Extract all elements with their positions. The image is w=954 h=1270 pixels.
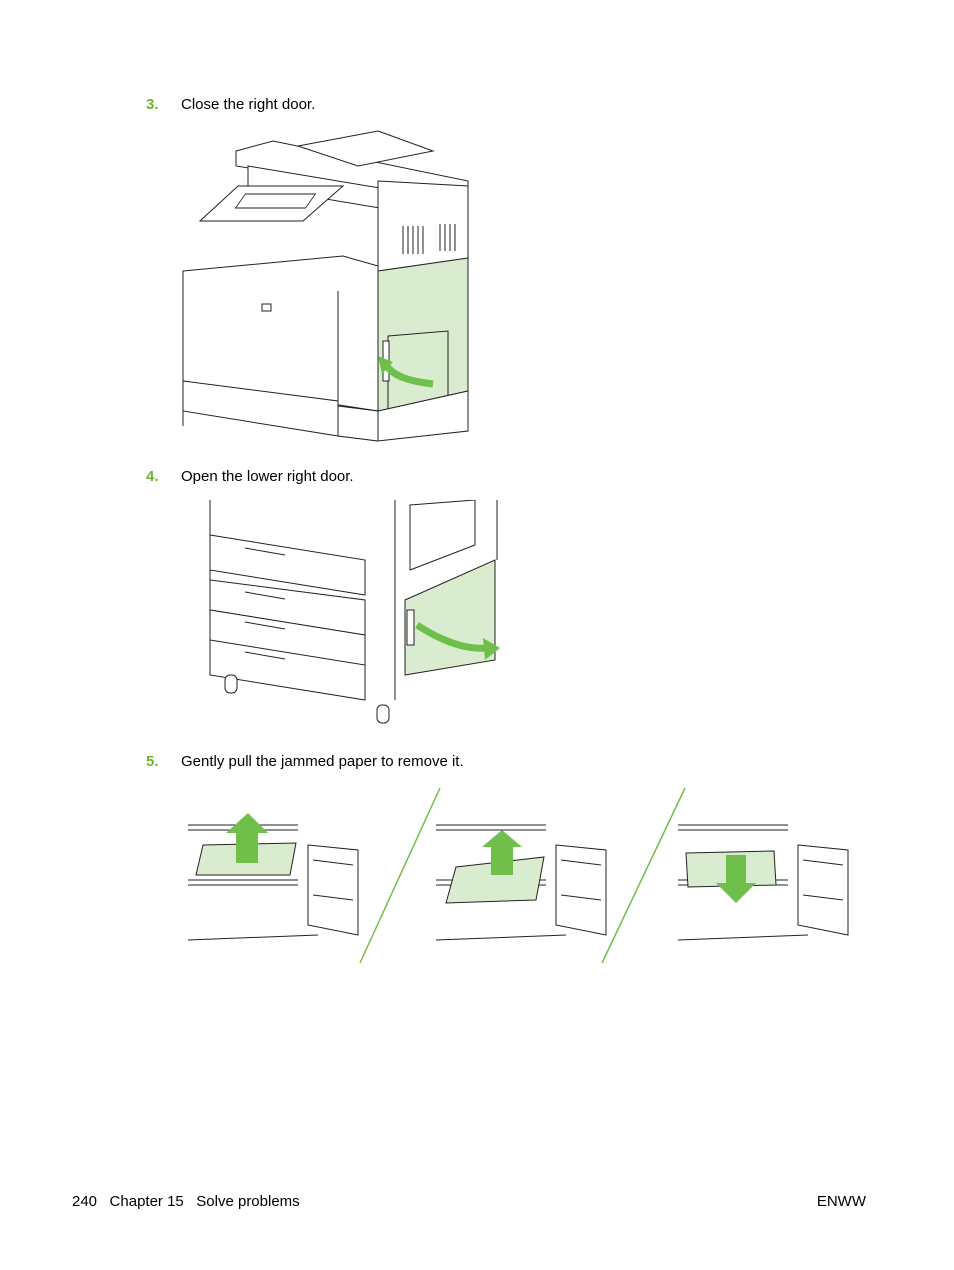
step-number: 3. <box>146 96 159 113</box>
step-text: Gently pull the jammed paper to remove i… <box>181 753 464 770</box>
jam-panel-3 <box>677 824 849 941</box>
open-door-arrow <box>415 622 488 652</box>
step-number: 4. <box>146 468 159 485</box>
step-4: 4. Open the lower right door. <box>146 468 354 485</box>
printer-close-right-door-illustration <box>182 130 469 442</box>
right-door <box>377 257 469 412</box>
page-number: 240 <box>72 1193 98 1210</box>
footer-brand: ENWW <box>816 1193 866 1210</box>
jam-panel-2 <box>435 824 607 941</box>
step-text: Close the right door. <box>181 96 316 113</box>
section-label: Solve problems <box>196 1193 300 1210</box>
step-text: Open the lower right door. <box>181 468 354 485</box>
vent-grille <box>402 224 456 254</box>
jam-panel-1 <box>187 813 359 941</box>
lower-right-door <box>404 559 496 676</box>
printer-open-lower-right-door-illustration <box>209 500 500 724</box>
step-5: 5. Gently pull the jammed paper to remove… <box>146 753 464 770</box>
jammed-paper <box>445 856 545 904</box>
pull-up-arrow <box>482 830 522 875</box>
step-number: 5. <box>146 753 159 770</box>
footer-left: 240 Chapter 15 Solve problems <box>72 1193 300 1210</box>
remove-jammed-paper-illustration <box>187 787 849 964</box>
chapter-label: Chapter 15 <box>109 1193 184 1210</box>
pull-down-arrow <box>716 855 756 903</box>
step-3: 3. Close the right door. <box>146 96 315 113</box>
pull-up-arrow <box>226 813 268 863</box>
